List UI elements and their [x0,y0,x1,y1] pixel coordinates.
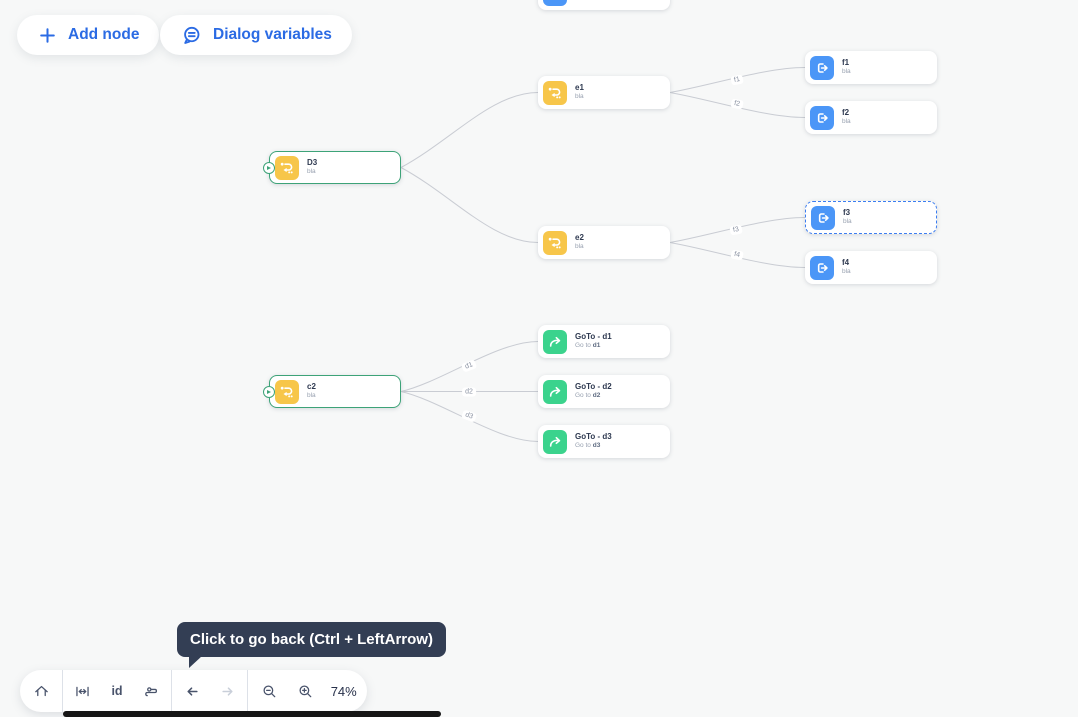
node-title: GoTo - d3 [575,432,612,442]
node-goto-d1[interactable]: GoTo - d1 Go to d1 [538,325,670,358]
node-title: f1 [842,58,850,68]
node-f2[interactable]: f2 bla [805,101,937,134]
node-title: GoTo - d2 [575,382,612,392]
tooltip: Click to go back (Ctrl + LeftArrow) [177,622,446,668]
zoom-level: 74% [330,683,357,699]
node-subtitle: bla [843,218,852,226]
node-subtitle: Go to d3 [575,442,601,450]
node-subtitle: bla [842,68,851,76]
arrow-right-icon [221,686,233,696]
toolbar-section-history [172,670,248,712]
window-edge-bar [63,711,441,717]
node-subtitle: bla [842,268,851,276]
edge-label-d3[interactable]: d3 [460,409,478,423]
toolbar-section-view: id [63,670,172,712]
node-subtitle: bla [307,392,316,400]
node-goto-d3[interactable]: GoTo - d3 Go to d3 [538,425,670,458]
node-e2[interactable]: e2 bla [538,226,670,259]
fit-width-button[interactable] [68,676,98,706]
goto-arrow-icon [543,329,567,354]
edge-label-f4[interactable]: f4 [730,249,744,261]
node-e1[interactable]: e1 bla [538,76,670,109]
fit-width-icon [76,686,89,696]
node-title: e1 [575,83,584,93]
chat-bubble-icon [184,26,200,44]
node-d3[interactable]: D3 bla [262,151,401,184]
zoom-out-icon [263,684,276,697]
node-subtitle: bla [575,243,584,251]
node-title: D3 [307,158,318,168]
bottom-toolbar: id 74% [20,670,367,712]
node-title: f3 [843,208,851,218]
edge-label-f2[interactable]: f2 [730,98,744,110]
node-f1[interactable]: f1 bla [805,51,937,84]
node-subtitle: bla [307,168,316,176]
node-title: e2 [575,233,584,243]
id-icon: id [111,684,123,698]
go-forward-button[interactable] [212,676,242,706]
edge-label-f3[interactable]: f3 [729,224,743,236]
flow-steps-icon [275,379,299,404]
tooltip-tail [189,656,202,668]
play-icon [267,389,271,394]
node-subtitle: bla [575,93,584,101]
node-goto-d2[interactable]: GoTo - d2 Go to d2 [538,375,670,408]
node-title: c2 [307,382,316,392]
tooltip-text: Click to go back (Ctrl + LeftArrow) [190,631,433,648]
plus-icon [40,27,55,43]
exit-icon [810,55,834,80]
zoom-in-button[interactable] [290,676,320,706]
input-handle[interactable] [262,385,275,398]
toggle-ids-button[interactable]: id [102,676,132,706]
add-node-label: Add node [68,26,140,43]
input-handle[interactable] [262,161,275,174]
add-node-button[interactable]: Add node [17,15,160,55]
exit-icon [543,0,567,6]
arrow-left-icon [186,686,198,696]
home-button[interactable] [26,676,56,706]
dialog-variables-button[interactable]: Dialog variables [160,15,352,55]
play-icon [267,165,271,170]
flow-steps-icon [275,155,299,180]
node-f4[interactable]: f4 bla [805,251,937,284]
edge-label-d1[interactable]: d1 [460,359,478,373]
node-subtitle: bla [842,118,851,126]
node-c2[interactable]: c2 bla [262,375,401,408]
edge-label-f1[interactable]: f1 [730,74,744,86]
node-title: GoTo - d1 [575,332,612,342]
exit-icon [810,105,834,130]
zoom-out-button[interactable] [254,676,284,706]
goto-arrow-icon [543,379,567,404]
toolbar-section-zoom: 74% [248,670,367,712]
flow-steps-icon [543,230,567,255]
node-subtitle: Go to d1 [575,342,601,350]
node-title: f2 [842,108,850,118]
dialog-variables-label: Dialog variables [213,26,332,43]
exit-icon [810,255,834,280]
edge-label-d2[interactable]: d2 [462,387,476,397]
exit-icon [811,205,835,230]
node-title: f4 [842,258,850,268]
route-icon [145,686,158,696]
route-layout-button[interactable] [137,676,167,706]
zoom-in-icon [299,684,312,697]
go-back-button[interactable] [177,676,207,706]
toolbar-section-home [20,670,63,712]
home-icon [34,685,48,696]
node-subtitle: Go to d2 [575,392,601,400]
node-top-partial[interactable] [538,0,670,10]
goto-arrow-icon [543,429,567,454]
flow-steps-icon [543,80,567,105]
node-f3[interactable]: f3 bla [805,201,937,234]
